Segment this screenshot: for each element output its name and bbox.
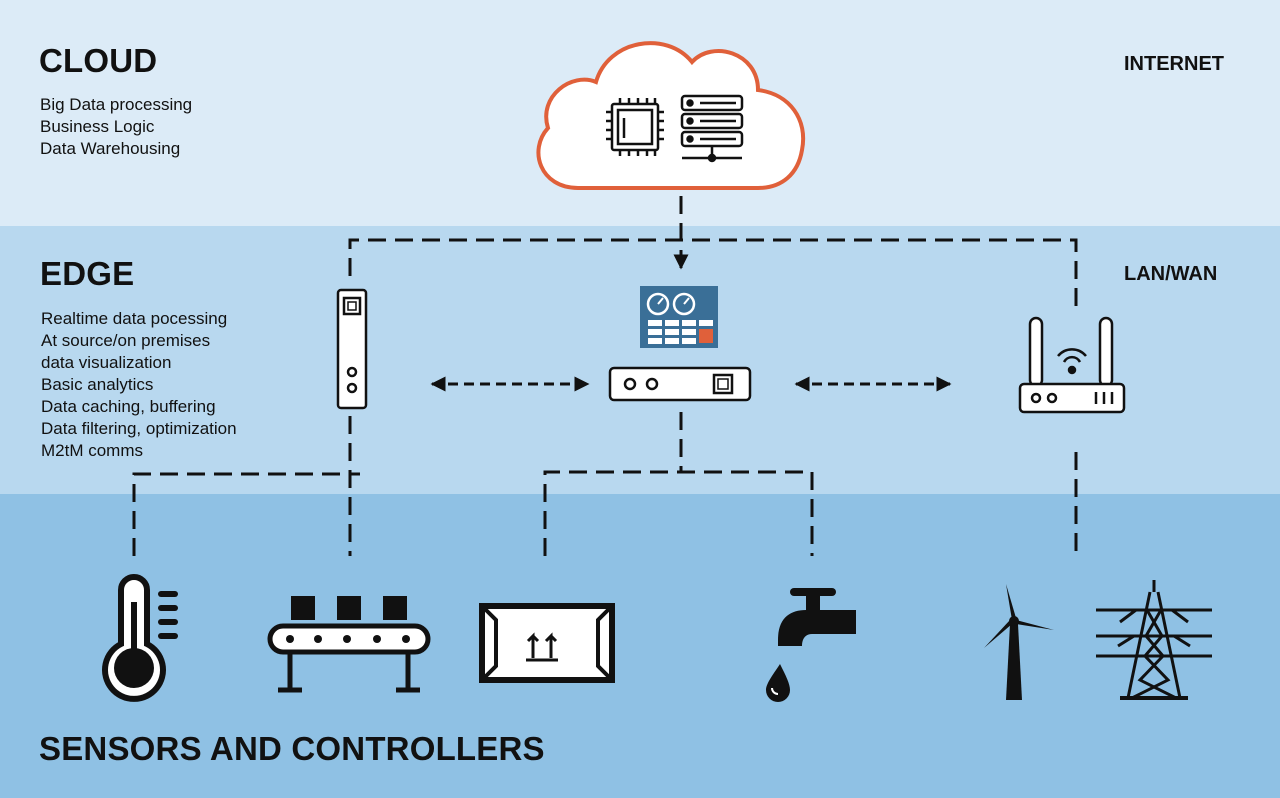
edge-feature: Basic analytics [41, 375, 154, 394]
conveyor-belt-icon [267, 596, 431, 693]
power-pylon-icon [1096, 580, 1212, 700]
cloud-feature: Business Logic [40, 117, 155, 136]
edge-feature: Realtime data pocessing [41, 309, 228, 328]
connection-lines [132, 196, 1078, 556]
edge-feature: M2tM comms [41, 441, 143, 460]
cloud-feature-list: Big Data processing Business Logic Data … [40, 94, 192, 160]
edge-controller-icon [336, 288, 368, 410]
cloud-icon [536, 41, 806, 190]
edge-feature: At source/on premises [41, 331, 211, 350]
sensors-layer [0, 494, 1280, 798]
edge-feature: Data filtering, optimization [41, 419, 237, 438]
edge-uplink-bus [348, 238, 1078, 310]
edge-title: EDGE [40, 255, 135, 292]
processor-chip-icon [606, 98, 664, 156]
sensors-title: SENSORS AND CONTROLLERS [39, 730, 545, 767]
thermometer-icon [102, 574, 178, 702]
dashboard-icon [640, 286, 718, 348]
cloud-feature: Big Data processing [40, 95, 193, 114]
left-sensor-branch [132, 472, 360, 556]
edge-feature: data visualization [41, 353, 172, 372]
server-rack-icon [680, 94, 744, 163]
internet-label: INTERNET [1124, 53, 1224, 75]
wind-turbine-icon [984, 584, 1054, 700]
cloud-title: CLOUD [39, 42, 158, 79]
cloud-feature: Data Warehousing [40, 139, 181, 158]
edge-feature-list: Realtime data pocessing At source/on pre… [41, 308, 237, 462]
wifi-router-icon [1018, 316, 1126, 414]
edge-feature: Data caching, buffering [41, 397, 216, 416]
lan-wan-label: LAN/WAN [1124, 263, 1218, 285]
water-faucet-icon [766, 588, 856, 702]
shipping-container-icon [479, 603, 615, 683]
gateway-device-branch [543, 470, 814, 556]
edge-gateway-icon [608, 366, 752, 402]
